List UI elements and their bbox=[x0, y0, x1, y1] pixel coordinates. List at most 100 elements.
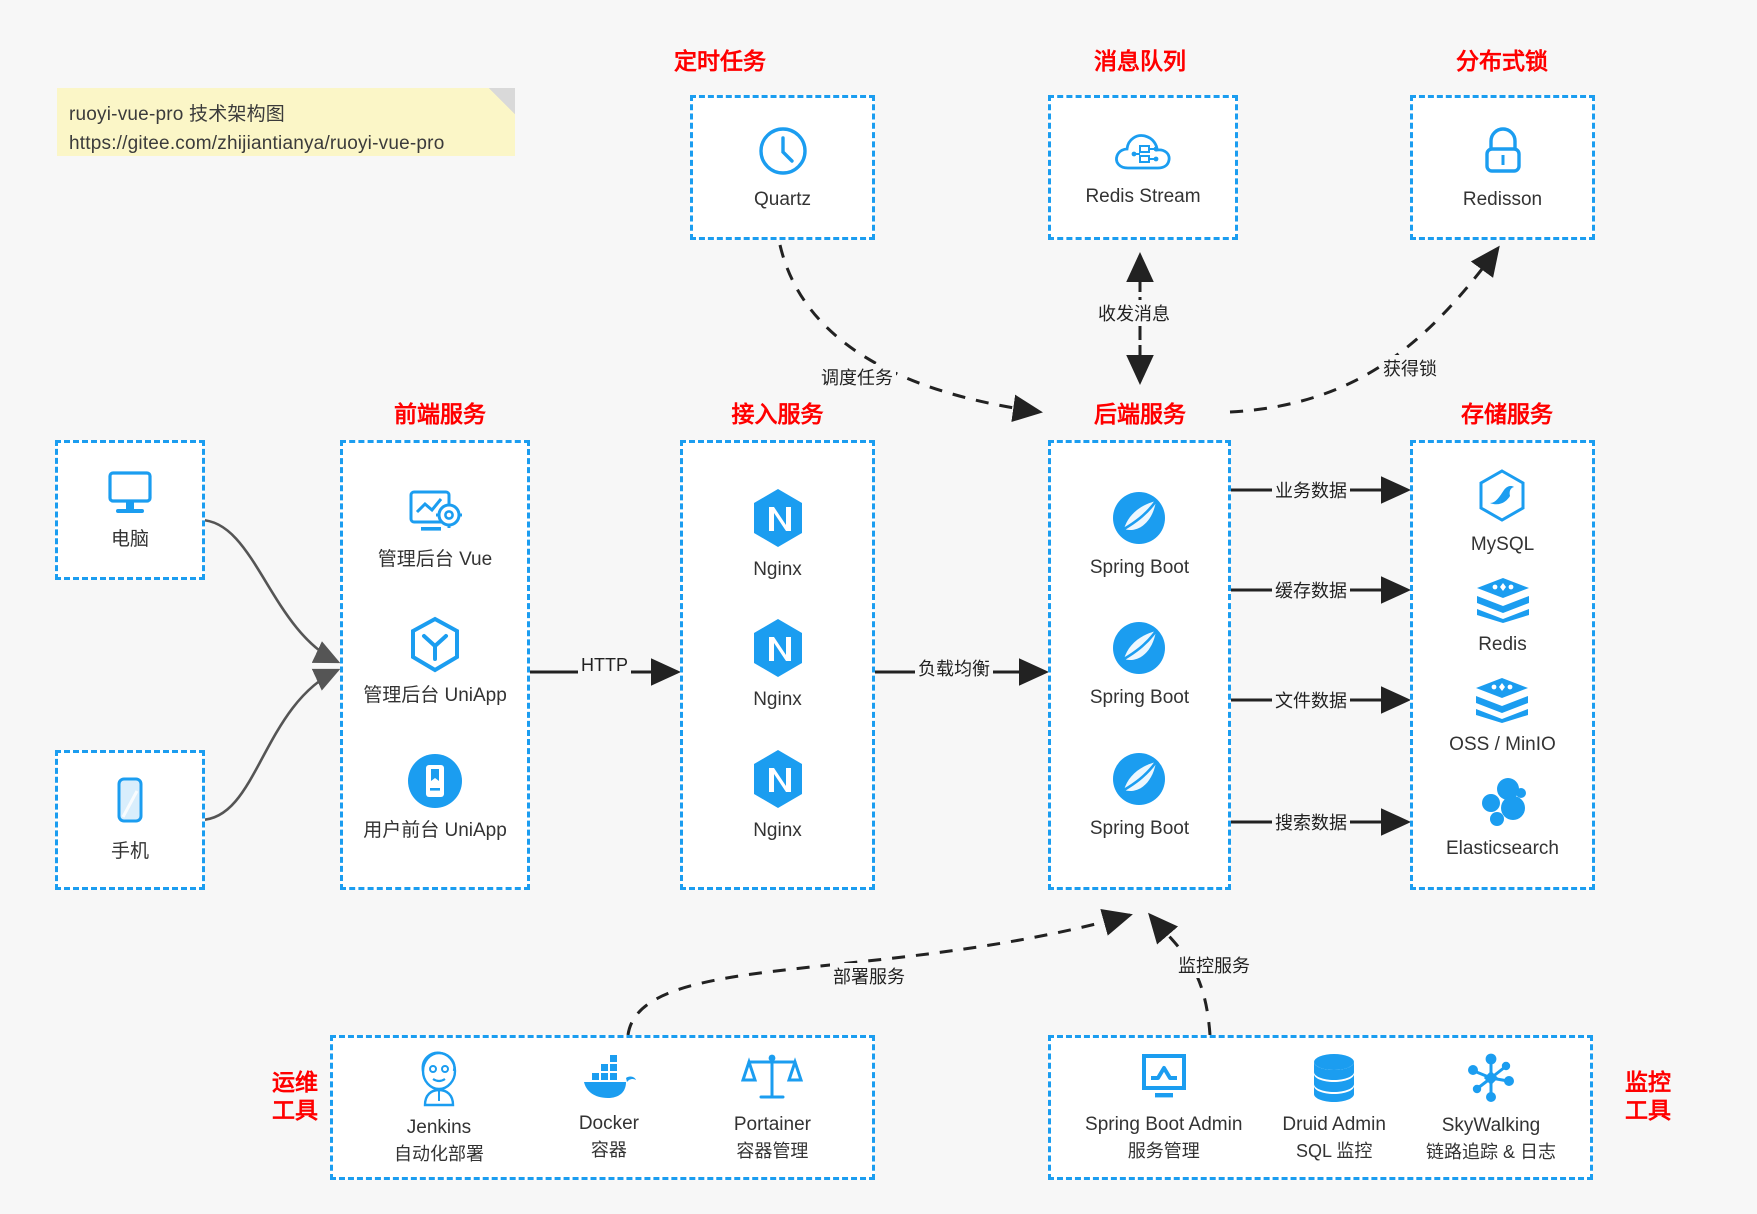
node-label: 电脑 bbox=[110, 529, 149, 551]
node-quartz[interactable]: Quartz bbox=[754, 123, 811, 213]
spring-boot-icon bbox=[1110, 489, 1168, 547]
node-mobile[interactable]: 手机 bbox=[108, 775, 152, 865]
node-label: 管理后台 UniApp bbox=[363, 685, 507, 707]
edge-label-monitor-service: 监控服务 bbox=[1175, 952, 1253, 978]
node-label: Spring Boot bbox=[1089, 687, 1190, 709]
note-fold-corner bbox=[489, 88, 515, 114]
node-spring-boot-1[interactable]: Spring Boot bbox=[1090, 489, 1189, 581]
scales-icon bbox=[741, 1052, 804, 1104]
node-label: Redisson bbox=[1462, 188, 1543, 210]
elasticsearch-icon bbox=[1475, 776, 1531, 828]
node-sublabel: 容器 bbox=[590, 1140, 627, 1161]
group-title-devops: 运维 工具 bbox=[272, 1069, 318, 1124]
node-sublabel: 自动化部署 bbox=[393, 1144, 484, 1165]
uniapp-cube-icon bbox=[407, 615, 463, 675]
node-redis[interactable]: Redis bbox=[1475, 576, 1531, 658]
group-box-devops: Jenkins 自动化部署 Docker 容器 bbox=[330, 1035, 875, 1180]
group-title-gateway: 接入服务 bbox=[731, 401, 824, 427]
node-sublabel: 容器管理 bbox=[736, 1141, 809, 1162]
node-label: Nginx bbox=[753, 558, 802, 580]
group-title-storage: 存储服务 bbox=[1461, 401, 1553, 427]
redis-icon bbox=[1475, 576, 1531, 624]
node-druid-admin[interactable]: Druid Admin SQL 监控 bbox=[1282, 1052, 1386, 1164]
client-box-desktop: 电脑 bbox=[55, 440, 205, 580]
node-spring-boot-3[interactable]: Spring Boot bbox=[1090, 750, 1189, 842]
node-portainer[interactable]: Portainer 容器管理 bbox=[734, 1052, 811, 1164]
edge-label-load-balance: 负载均衡 bbox=[915, 655, 993, 681]
node-label: Portainer bbox=[733, 1113, 811, 1135]
node-redisson[interactable]: Redisson bbox=[1463, 123, 1542, 213]
group-box-gateway: Nginx Nginx Nginx bbox=[680, 440, 875, 890]
diagram-note: ruoyi-vue-pro 技术架构图 https://gitee.com/zh… bbox=[57, 88, 515, 156]
node-elasticsearch[interactable]: Elasticsearch bbox=[1446, 776, 1559, 862]
node-redis-stream[interactable]: Redis Stream bbox=[1085, 126, 1201, 210]
node-oss-minio[interactable]: OSS / MinIO bbox=[1449, 676, 1556, 758]
node-docker[interactable]: Docker 容器 bbox=[578, 1053, 640, 1163]
monitor-chart-icon bbox=[1135, 1052, 1193, 1104]
group-title-scheduled-task: 定时任务 bbox=[674, 48, 766, 74]
cloud-stream-icon bbox=[1112, 126, 1174, 176]
note-line-2: https://gitee.com/zhijiantianya/ruoyi-vu… bbox=[69, 133, 445, 155]
node-admin-uniapp[interactable]: 管理后台 UniApp bbox=[363, 615, 507, 709]
clock-icon bbox=[755, 123, 811, 179]
node-nginx-1[interactable]: Nginx bbox=[750, 487, 806, 583]
edge-label-acquire-lock: 获得锁 bbox=[1380, 355, 1440, 381]
node-label: Nginx bbox=[753, 819, 802, 841]
node-skywalking[interactable]: SkyWalking 链路追踪 & 日志 bbox=[1426, 1051, 1556, 1165]
group-title-distributed-lock: 分布式锁 bbox=[1456, 48, 1548, 74]
node-jenkins[interactable]: Jenkins 自动化部署 bbox=[394, 1049, 484, 1167]
group-box-storage: MySQL Redis OSS bbox=[1410, 440, 1595, 890]
node-label: Jenkins bbox=[406, 1116, 472, 1138]
edge-label-send-receive-message: 收发消息 bbox=[1095, 300, 1173, 326]
node-label: OSS / MinIO bbox=[1449, 734, 1556, 756]
edge-label-cache-data: 缓存数据 bbox=[1272, 577, 1350, 603]
node-nginx-3[interactable]: Nginx bbox=[750, 748, 806, 844]
node-label: Druid Admin bbox=[1282, 1113, 1386, 1135]
node-user-uniapp[interactable]: 用户前台 UniApp bbox=[363, 752, 507, 844]
nginx-icon bbox=[750, 617, 806, 679]
nginx-icon bbox=[750, 487, 806, 549]
node-label: Nginx bbox=[753, 689, 802, 711]
mysql-icon bbox=[1476, 468, 1528, 524]
node-label: MySQL bbox=[1470, 534, 1535, 556]
node-label: 手机 bbox=[110, 841, 149, 863]
group-box-monitor: Spring Boot Admin 服务管理 Druid Admin SQL 监… bbox=[1048, 1035, 1593, 1180]
jenkins-icon bbox=[411, 1049, 467, 1107]
node-nginx-2[interactable]: Nginx bbox=[750, 617, 806, 713]
skywalking-icon bbox=[1463, 1051, 1519, 1105]
note-line-1: ruoyi-vue-pro 技术架构图 bbox=[69, 104, 286, 125]
group-title-message-queue: 消息队列 bbox=[1094, 48, 1186, 74]
group-box-frontend: 管理后台 Vue 管理后台 UniApp 用户前台 UniApp bbox=[340, 440, 530, 890]
node-label: SkyWalking bbox=[1441, 1114, 1541, 1136]
node-mysql[interactable]: MySQL bbox=[1471, 468, 1534, 558]
dashboard-gear-icon bbox=[405, 487, 465, 539]
node-label: Spring Boot bbox=[1089, 817, 1190, 839]
group-box-distributed-lock: Redisson bbox=[1410, 95, 1595, 240]
spring-boot-icon bbox=[1110, 619, 1168, 677]
mobile-icon bbox=[108, 775, 152, 831]
node-label: Elasticsearch bbox=[1446, 838, 1559, 860]
nginx-icon bbox=[750, 748, 806, 810]
edge-label-deploy-service: 部署服务 bbox=[830, 963, 908, 989]
node-label: Spring Boot Admin bbox=[1085, 1113, 1243, 1135]
node-label: Docker bbox=[578, 1112, 640, 1134]
docker-icon bbox=[578, 1053, 640, 1103]
node-spring-boot-admin[interactable]: Spring Boot Admin 服务管理 bbox=[1085, 1052, 1242, 1164]
node-label: Quartz bbox=[753, 188, 812, 210]
edge-label-schedule-task: 调度任务 bbox=[818, 364, 896, 390]
node-sublabel: SQL 监控 bbox=[1295, 1141, 1373, 1162]
node-spring-boot-2[interactable]: Spring Boot bbox=[1090, 619, 1189, 711]
edge-label-business-data: 业务数据 bbox=[1272, 477, 1350, 503]
node-label: 管理后台 Vue bbox=[377, 548, 493, 570]
mobile-app-icon bbox=[406, 752, 464, 810]
group-box-backend: Spring Boot Spring Boot Spring Boot bbox=[1048, 440, 1231, 890]
node-desktop[interactable]: 电脑 bbox=[102, 467, 158, 553]
node-label: 用户前台 UniApp bbox=[363, 819, 507, 841]
client-box-mobile: 手机 bbox=[55, 750, 205, 890]
group-title-monitor: 监控 工具 bbox=[1625, 1069, 1671, 1124]
node-admin-vue[interactable]: 管理后台 Vue bbox=[378, 487, 492, 573]
node-label: Redis bbox=[1478, 634, 1527, 656]
group-box-message-queue: Redis Stream bbox=[1048, 95, 1238, 240]
node-sublabel: 服务管理 bbox=[1127, 1141, 1200, 1162]
